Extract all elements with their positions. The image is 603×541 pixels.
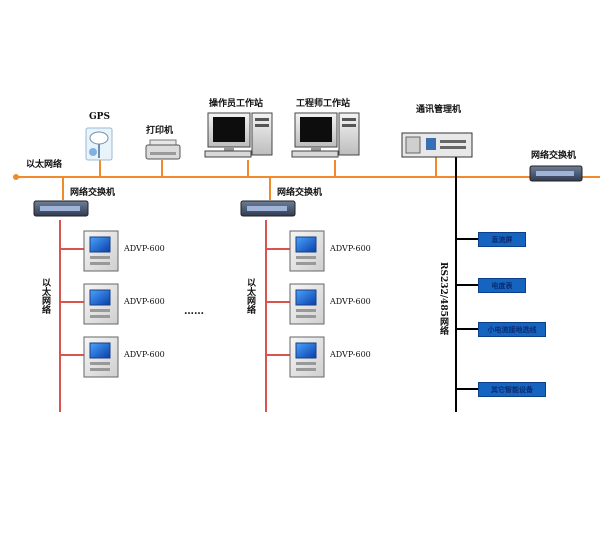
relay-mid-1-icon — [289, 230, 325, 272]
rs-bus-label: RS232/485网络 — [438, 262, 448, 335]
left-bay-ethernet-label: 以太网络 — [40, 278, 50, 314]
gps-label: GPS — [89, 112, 110, 122]
device-dc-panel: 直流屏 — [478, 232, 526, 247]
ellipsis-label: …… — [184, 306, 204, 317]
switch-mid-label: 网络交换机 — [277, 188, 323, 198]
relay-mid-1-label: ADVP-600 — [330, 244, 371, 253]
relay-left-1-label: ADVP-600 — [124, 244, 165, 253]
ethernet-label: 以太网络 — [26, 160, 63, 170]
printer-label: 打印机 — [146, 126, 174, 136]
relay-left-2-label: ADVP-600 — [124, 297, 165, 306]
device-energy-meter: 电度表 — [478, 278, 526, 293]
switch-left-icon — [33, 200, 89, 217]
operator-ws-label: 操作员工作站 — [209, 99, 264, 109]
relay-mid-2-label: ADVP-600 — [330, 297, 371, 306]
relay-mid-2-icon — [289, 283, 325, 325]
relay-left-3-label: ADVP-600 — [124, 350, 165, 359]
gps-receiver-icon — [85, 127, 113, 161]
mid-bay-ethernet-label: 以太网络 — [245, 278, 255, 314]
relay-mid-3-label: ADVP-600 — [330, 350, 371, 359]
switch-right-icon — [529, 165, 583, 182]
device-ground-selector: 小电流接地选线 — [478, 322, 546, 337]
relay-left-2-icon — [83, 283, 119, 325]
device-other-smart: 其它智能设备 — [478, 382, 546, 397]
comm-manager-label: 通讯管理机 — [416, 105, 462, 115]
relay-left-1-icon — [83, 230, 119, 272]
switch-mid-icon — [240, 200, 296, 217]
switch-left-label: 网络交换机 — [70, 188, 116, 198]
engineer-workstation-icon — [291, 112, 360, 158]
relay-left-3-icon — [83, 336, 119, 378]
operator-workstation-icon — [204, 112, 273, 158]
ethernet-bus-start — [13, 174, 19, 180]
printer-icon — [145, 139, 181, 160]
relay-mid-3-icon — [289, 336, 325, 378]
comm-manager-icon — [401, 132, 473, 158]
switch-right-label: 网络交换机 — [531, 151, 577, 161]
engineer-ws-label: 工程师工作站 — [296, 99, 351, 109]
